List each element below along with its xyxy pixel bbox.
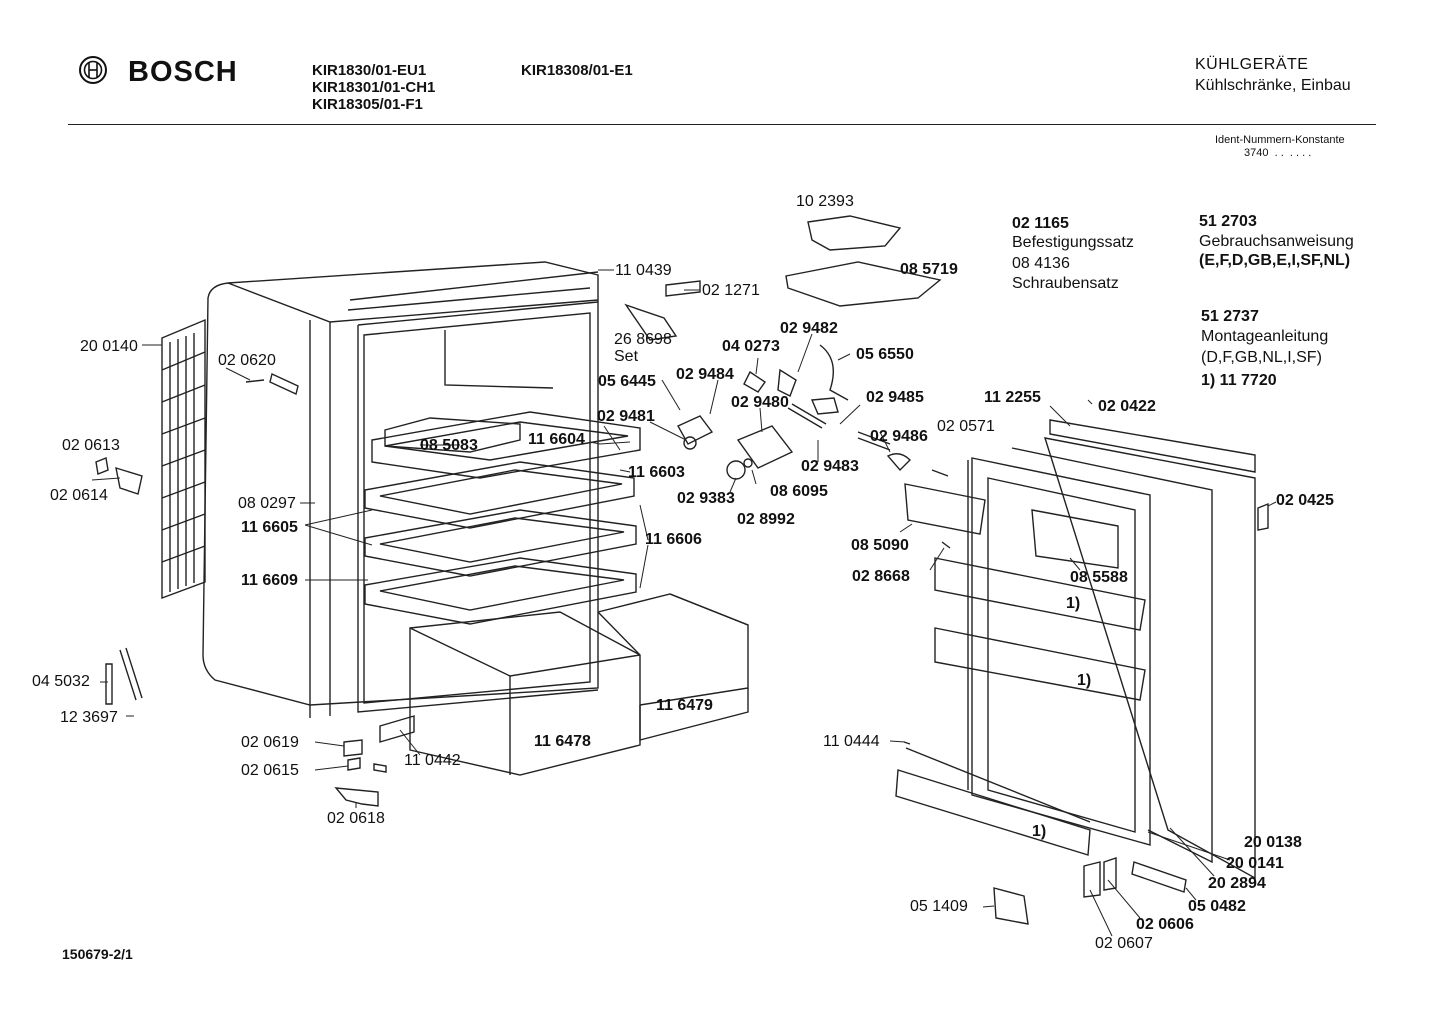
part-number: 11 2255: [984, 389, 1041, 406]
part-number: 02 9483: [801, 458, 859, 475]
part-number: 02 9383: [677, 490, 735, 507]
condenser-coil-icon: [161, 318, 206, 600]
part-number: 11 6606: [645, 531, 702, 548]
part-number: 04 5032: [32, 673, 90, 690]
info-code: 02 1165: [1012, 215, 1069, 232]
info-text: Gebrauchsanweisung: [1199, 233, 1354, 250]
thermostat-parts-icon: [624, 215, 949, 480]
part-number: 05 6445: [598, 373, 656, 390]
part-number: 02 9484: [676, 366, 734, 383]
part-number: 02 9480: [731, 394, 789, 411]
part-number: 08 5083: [420, 437, 478, 454]
header-divider: [68, 124, 1376, 125]
part-number: 05 1409: [910, 898, 968, 915]
part-number: 02 0571: [937, 418, 995, 435]
info-text: 1) 11 7720: [1201, 372, 1277, 389]
part-number: 02 0614: [50, 487, 108, 504]
category-title: KÜHLGERÄTE: [1195, 56, 1309, 73]
part-number: 08 6095: [770, 483, 828, 500]
leader-lines: [91, 269, 1277, 937]
part-number: 20 0141: [1226, 855, 1284, 872]
info-text: Montageanleitung: [1201, 328, 1329, 345]
info-text: (E,F,D,GB,E,I,SF,NL): [1199, 252, 1351, 269]
part-note: Set: [614, 348, 639, 365]
part-number: 02 9481: [597, 408, 655, 425]
part-number: 12 3697: [60, 709, 118, 726]
part-number: 08 0297: [238, 495, 296, 512]
info-text: (D,F,GB,NL,I,SF): [1201, 349, 1322, 366]
model-number: KIR18301/01-CH1: [312, 79, 436, 96]
part-number: 11 6478: [534, 733, 591, 750]
part-number: 02 0619: [241, 734, 299, 751]
model-number: KIR18305/01-F1: [312, 96, 423, 113]
part-number: 02 0422: [1098, 398, 1156, 415]
cabinet-body-icon: [202, 261, 599, 718]
part-number: 02 9482: [780, 320, 838, 337]
brand-name: BOSCH: [128, 56, 238, 88]
drawing-code: 150679-2/1: [62, 946, 133, 962]
part-number: 11 0444: [823, 733, 880, 750]
door-assembly-icon: [895, 419, 1269, 880]
crisper-drawer-icon: [409, 593, 749, 776]
ident-value: 3740 . . . . . .: [1244, 147, 1312, 159]
part-number: 11 0439: [615, 262, 672, 279]
part-number: 02 8668: [852, 568, 910, 585]
part-number: 08 5719: [900, 261, 958, 278]
part-number: 02 0613: [62, 437, 120, 454]
part-number: 08 5090: [851, 537, 909, 554]
part-number: 05 6550: [856, 346, 914, 363]
part-number: 02 1271: [702, 282, 760, 299]
part-number: 05 0482: [1188, 898, 1246, 915]
part-number: 11 6609: [241, 572, 298, 589]
part-number: 10 2393: [796, 193, 854, 210]
part-number: 11 6605: [241, 519, 298, 536]
info-text: Befestigungssatz: [1012, 234, 1134, 251]
info-code: 51 2737: [1201, 308, 1259, 325]
part-number: 02 0606: [1136, 916, 1194, 933]
info-text: Schraubensatz: [1012, 275, 1119, 292]
part-number: 02 0620: [218, 352, 276, 369]
part-number: 02 0425: [1276, 492, 1334, 509]
part-note: 1): [1032, 823, 1047, 840]
part-number: 04 0273: [722, 338, 780, 355]
part-number: 26 8698: [614, 331, 672, 348]
part-number: 02 8992: [737, 511, 795, 528]
part-number: 02 9485: [866, 389, 924, 406]
info-code: 51 2703: [1199, 213, 1257, 230]
part-number: 20 2894: [1208, 875, 1266, 892]
model-number: KIR18308/01-E1: [521, 62, 633, 79]
model-number: KIR1830/01-EU1: [312, 62, 427, 79]
part-note: 1): [1077, 672, 1092, 689]
part-number: 02 0607: [1095, 935, 1153, 952]
part-number: 08 5588: [1070, 569, 1128, 586]
part-number: 11 6603: [628, 464, 685, 481]
part-number: 11 6479: [656, 697, 713, 714]
hinge-parts-icon: [95, 373, 1187, 925]
info-code: 08 4136: [1012, 255, 1070, 272]
part-number: 02 0618: [327, 810, 385, 827]
part-number: 11 6604: [528, 431, 585, 448]
ident-label: Ident-Nummern-Konstante: [1215, 134, 1345, 146]
glass-shelf-icon: [364, 411, 641, 625]
category-subtitle: Kühlschränke, Einbau: [1195, 77, 1351, 94]
bosch-logo-icon: [79, 56, 107, 84]
part-number: 20 0138: [1244, 834, 1302, 851]
part-number: 02 0615: [241, 762, 299, 779]
part-note: 1): [1066, 595, 1081, 612]
part-number: 11 0442: [404, 752, 461, 769]
part-number: 02 9486: [870, 428, 928, 445]
part-number: 20 0140: [80, 338, 138, 355]
